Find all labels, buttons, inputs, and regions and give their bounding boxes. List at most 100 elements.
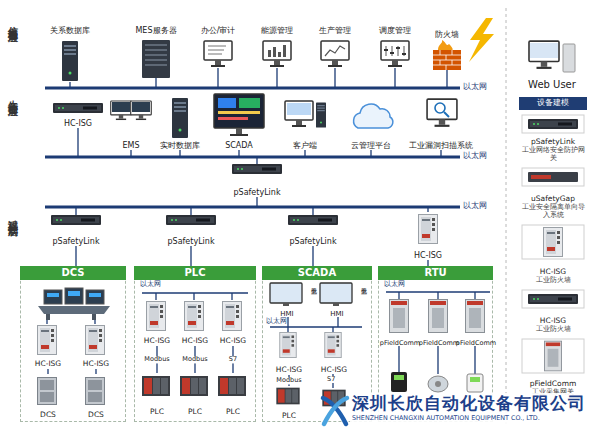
node-label: 办公/审计 — [201, 26, 236, 35]
node-label: RTU — [378, 266, 493, 280]
device-node: pFieldComm — [421, 297, 457, 347]
company-name: 深圳长欣自动化设备有限公司 — [352, 394, 586, 413]
node-label: HC-ISG — [414, 251, 442, 260]
device-node: pFieldComm — [459, 297, 493, 347]
node-label: PLC — [282, 412, 296, 421]
network-label: 以太网 — [140, 281, 161, 289]
connector-line — [95, 369, 96, 374]
network-label: 以太网 — [463, 83, 487, 92]
protocol-label: S7 — [326, 376, 336, 383]
node-label: SCADA — [225, 141, 253, 150]
node-label: HC-ISG — [540, 317, 566, 326]
node-label: HC-ISG — [64, 119, 92, 128]
network-label: 以太网 — [463, 152, 487, 161]
device-node: 防火墙 — [424, 30, 470, 72]
node-label: HC-ISG — [35, 360, 61, 369]
connector-line — [427, 260, 428, 266]
node-label: uSafetyGap — [531, 195, 575, 204]
device-node: PLC — [177, 373, 213, 417]
node-label: pFieldComm — [419, 340, 459, 347]
device-node: 能源管理 — [251, 26, 303, 76]
device-node: PLC — [139, 373, 175, 417]
device-node: HC-ISG — [408, 210, 448, 260]
node-label: HMI — [319, 310, 355, 318]
node-label: HC-ISG — [144, 337, 170, 346]
device-node: Web User — [516, 36, 588, 90]
network-label: 以太网 — [463, 202, 487, 211]
protocol-label: Modbus — [275, 377, 302, 384]
device-node: pSafetyLink — [281, 212, 345, 246]
model-item: pFieldComm工业采集网关 — [519, 338, 587, 396]
device-node: 工业漏洞扫描系统 — [404, 92, 478, 150]
node-label: HC-ISG — [276, 366, 302, 375]
protocol-label: Modbus — [181, 356, 208, 363]
node-label: 工业防火墙 — [519, 277, 587, 284]
node-label: 客户端 — [293, 141, 317, 150]
connector-line — [190, 246, 191, 266]
group-band: DCSHC-ISGHC-ISGDCSDCS — [20, 266, 126, 422]
device-node: SCADA — [210, 92, 268, 150]
node-label: HC-ISG — [220, 337, 246, 346]
model-item: pSafetyLink工业网络安全防护网关 — [519, 114, 587, 162]
panel-header: 设备建模 — [519, 97, 587, 110]
connector-line — [47, 369, 48, 374]
device-node: HC-ISG — [271, 331, 307, 375]
node-label: DCS — [20, 266, 126, 280]
network-label: 以太网 — [266, 318, 287, 326]
node-label: EMS — [122, 141, 139, 150]
protocol-label: Modbus — [143, 356, 170, 363]
device-node: 调度管理 — [369, 26, 421, 76]
node-label: 设备建模 — [537, 99, 569, 108]
device-node: pFieldComm — [382, 297, 418, 347]
model-item: HC-ISG工业防火墙 — [519, 224, 587, 284]
node-label: pSafetyLink — [52, 237, 99, 246]
node-label: 云管理平台 — [351, 141, 391, 150]
node-label: pFieldComm — [456, 340, 496, 347]
hmi-node: 主机卫士HMI — [269, 282, 317, 318]
node-label: HC-ISG — [83, 360, 109, 369]
node-label: 生产管理 — [319, 26, 351, 35]
node-label: HC-ISG — [182, 337, 208, 346]
node-label: Web User — [528, 79, 576, 91]
node-label: pSafetyLink — [531, 138, 575, 147]
node-label: HMI — [269, 310, 305, 318]
node-label: 关系数据库 — [50, 26, 90, 35]
device-node: PLC — [271, 386, 307, 421]
device-node: HC-ISG — [139, 298, 175, 346]
layer-label: 信息管理层 — [8, 18, 18, 28]
node-label: DCS — [40, 411, 56, 420]
node-label: pSafetyLink — [289, 237, 336, 246]
node-label: pFieldComm — [530, 380, 577, 389]
connector-line — [312, 246, 313, 266]
node-label: SCADA — [262, 266, 372, 280]
device-node: PLC — [215, 373, 251, 417]
node-label: PLC — [226, 408, 240, 417]
group-band: PLCHC-ISGHC-ISGHC-ISGPLCPLCPLC — [134, 266, 256, 422]
node-label: HC-ISG — [321, 366, 347, 375]
device-node: HC-ISG — [177, 298, 213, 346]
node-label: HC-ISG — [540, 268, 566, 277]
device-node: HC-ISG — [215, 298, 251, 346]
device-node: DCS — [29, 374, 67, 420]
node-label: MES服务器 — [135, 26, 176, 35]
node-label: 调度管理 — [379, 26, 411, 35]
node-label: pFieldComm — [380, 340, 420, 347]
device-node: HC-ISG — [48, 100, 108, 128]
node-label: 防火墙 — [435, 30, 459, 39]
node-label: 工业漏洞扫描系统 — [409, 141, 473, 150]
node-label: PLC — [188, 408, 202, 417]
device-node: pSafetyLink — [44, 212, 108, 246]
device-node: MES服务器 — [126, 26, 186, 84]
device-node: EMS — [108, 96, 154, 150]
node-label: PLC — [150, 408, 164, 417]
model-item: HC-ISG工业防火墙 — [519, 289, 587, 333]
device-node: 客户端 — [280, 96, 330, 150]
model-item: uSafetyGap工业安全隔离单向导入系统 — [519, 167, 587, 219]
hmi-node: 主机卫士HMI — [319, 282, 367, 318]
device-node: HC-ISG — [29, 323, 67, 369]
node-label: 工业防火墙 — [519, 326, 587, 333]
device-node: HC-ISG — [77, 323, 115, 369]
